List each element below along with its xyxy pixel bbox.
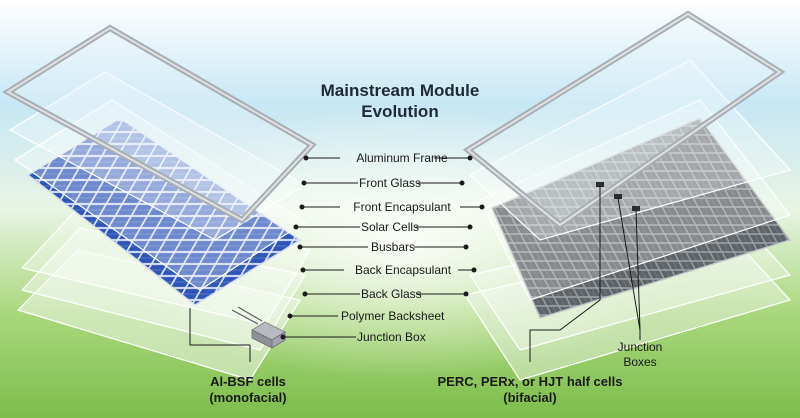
layer-label-aluminum-frame: Aluminum Frame <box>356 151 448 165</box>
right-junction-box-2 <box>614 194 622 199</box>
layer-label-front-encapsulant: Front Encapsulant <box>353 200 451 214</box>
junction-boxes-line2: Boxes <box>623 355 657 369</box>
right-front-glass-layer <box>468 59 792 241</box>
layer-label-polymer-backsheet: Polymer Backsheet <box>341 309 445 323</box>
right-module-caption: PERC, PERx, or HJT half cells (bifacial) <box>412 374 648 406</box>
layer-label-busbars: Busbars <box>370 240 416 254</box>
right-aluminum-frame-highlight <box>466 12 782 227</box>
layer-label-back-encapsulant: Back Encapsulant <box>354 263 452 277</box>
right-junction-box-1 <box>596 182 604 187</box>
right-junction-box-3 <box>632 206 640 211</box>
junction-boxes-line1: Junction <box>617 340 663 354</box>
right-front-encapsulant-layer <box>479 99 792 301</box>
right-caption-line2: (bifacial) <box>503 390 557 405</box>
junction-boxes-label: Junction Boxes <box>600 340 680 370</box>
left-aluminum-frame-highlight <box>6 26 314 222</box>
left-leader-lines <box>189 155 368 362</box>
left-back-glass-layer <box>20 227 306 351</box>
layer-label-junction-box: Junction Box <box>357 330 426 344</box>
layer-label-solar-cells: Solar Cells <box>361 220 420 234</box>
diagram-title-line2: Evolution <box>361 102 439 121</box>
right-solar-cells-layer <box>491 117 792 319</box>
left-module-caption: Al-BSF cells (monofacial) <box>188 374 308 406</box>
layer-label-front-glass: Front Glass <box>359 176 422 190</box>
right-leader-lines <box>414 155 641 362</box>
diagram-title-line1: Mainstream Module <box>320 81 480 100</box>
left-caption-line2: (monofacial) <box>209 390 287 405</box>
left-module-stack <box>2 24 317 381</box>
left-caption-line1: Al-BSF cells <box>210 374 286 389</box>
layer-label-back-glass: Back Glass <box>361 287 422 301</box>
right-module-stack <box>462 10 792 381</box>
left-front-encapsulant-layer <box>13 99 307 291</box>
right-caption-line1: PERC, PERx, or HJT half cells <box>437 374 623 389</box>
diagram-title: Mainstream Module Evolution <box>300 80 500 122</box>
